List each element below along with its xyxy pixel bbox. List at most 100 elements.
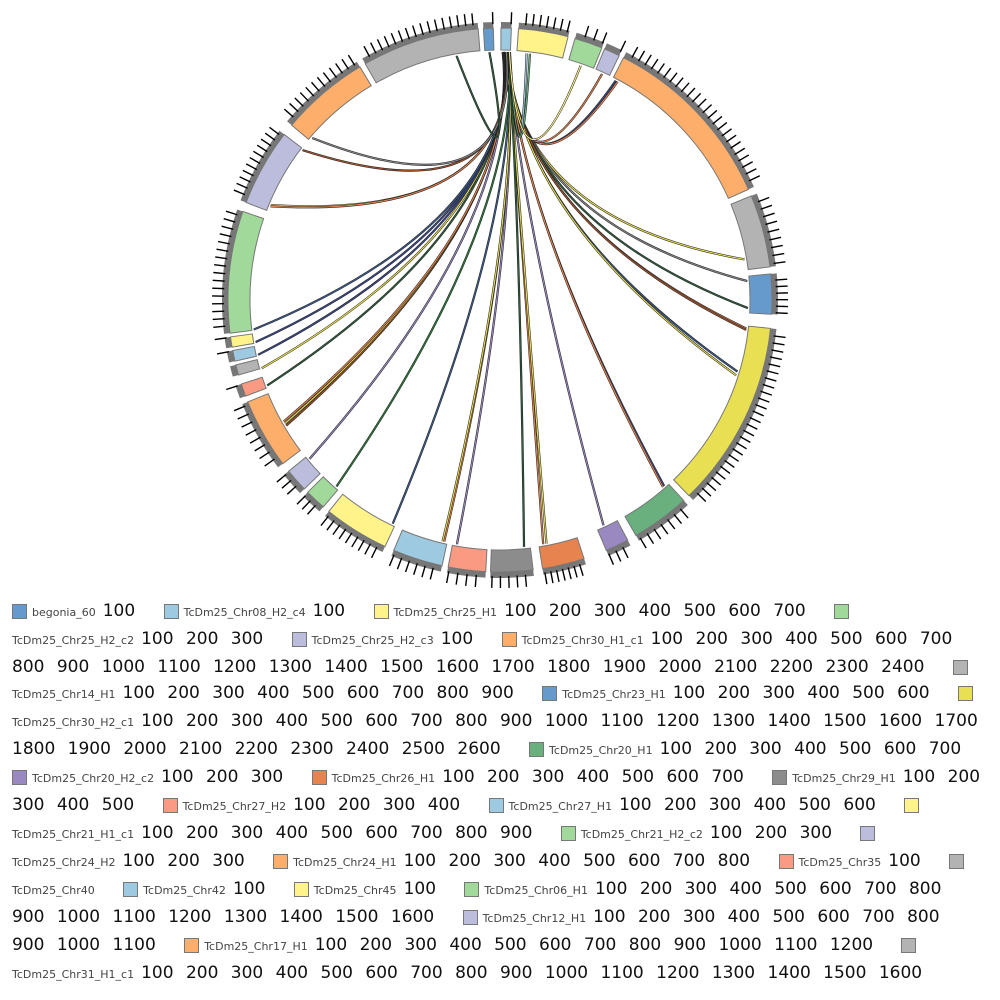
tick-mark (532, 13, 535, 27)
segment-block[interactable] (538, 537, 585, 570)
segment-block[interactable] (482, 27, 495, 51)
tick-label: 100 (440, 629, 474, 649)
link-fill (508, 52, 582, 140)
tick-label: 200 (337, 795, 371, 815)
tick-mark (748, 175, 761, 182)
tick-label: 2400 (346, 739, 390, 759)
segment-block[interactable] (229, 333, 255, 348)
tick-mark (299, 92, 310, 102)
tick-mark (289, 102, 299, 113)
segment-block[interactable] (227, 210, 265, 334)
segment-block[interactable] (568, 37, 603, 69)
segment-tcdm25-chr29-h1[interactable] (489, 547, 534, 589)
segment-tcdm25-chr25-h2-c2[interactable] (568, 25, 608, 69)
segment-block[interactable] (235, 359, 261, 376)
segment-tcdm25-chr31-h1-c1[interactable] (362, 13, 481, 84)
segment-tcdm25-chr14-h1[interactable] (730, 193, 786, 271)
tick-label: 300 (684, 879, 718, 899)
segment-begonia-60[interactable] (482, 12, 495, 51)
tick-mark (463, 14, 467, 27)
segment-block[interactable] (730, 195, 771, 271)
segment-tcdm25-chr40[interactable] (230, 359, 261, 377)
segment-block[interactable] (232, 345, 258, 362)
segment-block[interactable] (612, 56, 750, 199)
segment-tcdm25-chr42[interactable] (216, 345, 258, 363)
tick-label: 900 (673, 935, 707, 955)
tick-mark (706, 482, 717, 492)
segments-layer (212, 12, 789, 589)
segment-block[interactable] (393, 529, 448, 567)
segment-block[interactable] (240, 376, 267, 397)
segment-tcdm25-chr12-h1[interactable] (233, 126, 303, 212)
segment-block[interactable] (748, 273, 773, 315)
segment-tcdm25-chr26-h1[interactable] (538, 537, 586, 585)
segment-tcdm25-chr25-h2-c3[interactable] (595, 40, 627, 76)
segment-tcdm25-chr23-h1[interactable] (748, 273, 789, 315)
segment-tcdm25-chr30-h2-c1[interactable] (672, 325, 786, 503)
tick-mark (773, 261, 786, 265)
segment-tcdm25-chr08-h2-c4[interactable] (500, 12, 513, 51)
segment-block[interactable] (447, 544, 488, 573)
segment-block[interactable] (247, 393, 302, 465)
segment-block[interactable] (595, 48, 620, 76)
tick-mark (757, 196, 770, 203)
tick-mark (772, 342, 785, 346)
segment-block[interactable] (328, 493, 396, 548)
segment-name-label: TcDm25_Chr25_H2_c3 (311, 634, 434, 647)
segment-tcdm25-chr17-h1[interactable] (283, 54, 372, 141)
segment-block[interactable] (516, 28, 569, 59)
segment-block[interactable] (500, 27, 512, 51)
tick-label: 2200 (234, 739, 278, 759)
tick-label: 200 (548, 601, 582, 621)
segment-block[interactable] (672, 325, 772, 497)
segment-tcdm25-chr20-h2-c2[interactable] (597, 520, 631, 565)
segment-tcdm25-chr45[interactable] (214, 333, 255, 349)
segment-tcdm25-chr24-h2[interactable] (276, 456, 321, 495)
segment-block[interactable] (364, 28, 481, 84)
tick-label: 2400 (881, 657, 925, 677)
segment-tcdm25-chr27-h1[interactable] (388, 529, 448, 580)
segment-color-swatch (560, 825, 576, 841)
tick-label: 900 (499, 711, 533, 731)
segment-block[interactable] (245, 133, 303, 212)
link-ribbon (507, 52, 526, 547)
tick-label: 100 (902, 767, 936, 787)
segment-tcdm25-chr30-h1-c1[interactable] (612, 46, 761, 199)
tick-mark (429, 567, 434, 580)
tick-mark (725, 134, 737, 143)
tick-label: 300 (250, 767, 284, 787)
segment-tcdm25-chr06-h1[interactable] (212, 209, 265, 334)
segment-color-swatch (772, 769, 788, 785)
segment-name-label: TcDm25_Chr25_H1 (393, 606, 498, 619)
tick-mark (701, 487, 712, 497)
tick-label: 800 (455, 963, 488, 983)
tick-mark (421, 565, 426, 578)
segment-tcdm25-chr25-h1[interactable] (516, 13, 571, 59)
segment-block[interactable] (290, 66, 372, 141)
segment-name-label: TcDm25_Chr30_H1_c1 (521, 634, 644, 647)
segment-color-swatch (273, 853, 289, 869)
tick-mark (660, 523, 669, 535)
tick-mark (730, 141, 741, 149)
segment-tcdm25-chr35[interactable] (226, 376, 267, 399)
segment-tcdm25-chr21-h2-c2[interactable] (296, 476, 339, 515)
segment-tcdm25-chr27-h2[interactable] (445, 544, 488, 587)
tick-label: 600 (874, 629, 908, 649)
tick-mark (225, 210, 238, 216)
segment-block[interactable] (287, 456, 321, 490)
segment-block[interactable] (489, 547, 534, 573)
segment-tcdm25-chr21-h1-c1[interactable] (320, 493, 396, 559)
segment-tcdm25-chr24-h1[interactable] (233, 393, 302, 468)
tick-label: 100 (122, 683, 155, 703)
segment-block[interactable] (624, 483, 685, 537)
tick-mark (233, 405, 246, 412)
segment-block[interactable] (306, 476, 339, 508)
segment-tcdm25-chr20-h1[interactable] (624, 483, 689, 549)
tick-mark (775, 312, 788, 315)
tick-label: 1300 (223, 907, 268, 927)
tick-mark (663, 67, 672, 79)
tick-label: 300 (212, 683, 245, 703)
segment-block[interactable] (597, 520, 629, 552)
tick-mark (264, 458, 275, 467)
